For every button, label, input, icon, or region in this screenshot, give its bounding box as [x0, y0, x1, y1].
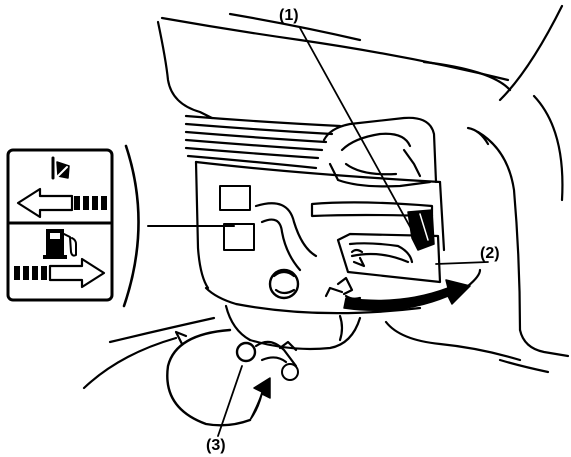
legend-bracket	[122, 144, 235, 308]
leader-lines	[217, 27, 489, 437]
callout-1: (1)	[279, 7, 299, 24]
fuel-pump-icon	[43, 229, 77, 259]
rotation-arrow-valve	[343, 268, 482, 312]
arrow-left-icon	[16, 187, 107, 219]
callout-2: (2)	[480, 245, 500, 262]
choke-off-icon	[51, 156, 70, 180]
engine-body	[82, 4, 570, 390]
legend-panel	[6, 148, 114, 302]
arrow-right-icon	[14, 257, 106, 289]
rotation-arrow-drain	[166, 328, 271, 427]
callout-3: (3)	[206, 437, 226, 454]
